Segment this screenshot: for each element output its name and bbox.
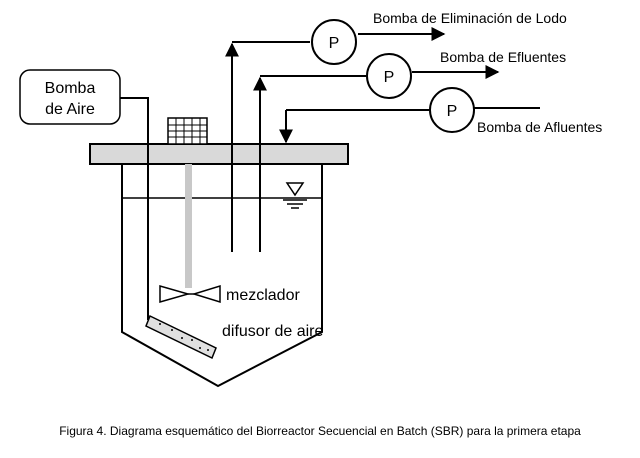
mixer-label: mezclador [226, 287, 300, 304]
influent-pump-label: Bomba de Afluentes [477, 119, 602, 135]
reactor-tank [121, 164, 323, 388]
effluent-pump-symbol: P [384, 69, 395, 86]
sludge-pump-symbol: P [329, 35, 340, 52]
influent-pump-icon [429, 87, 475, 133]
air-pipe [120, 97, 149, 320]
sludge-pump-icon [311, 19, 357, 65]
water-level-icon [283, 182, 307, 209]
air-pump-label-line2: de Aire [45, 101, 95, 118]
mixer-motor-icon [167, 117, 208, 145]
air-diffuser [145, 314, 217, 360]
mixer-impeller-icon [159, 284, 221, 304]
diffuser-label: difusor de aire [222, 323, 323, 340]
sludge-pump-label: Bomba de Eliminación de Lodo [373, 10, 567, 26]
effluent-pump-label: Bomba de Efluentes [440, 49, 566, 65]
reactor-lid [89, 143, 349, 165]
influent-pump-symbol: P [447, 103, 458, 120]
air-pump-label-line1: Bomba [45, 80, 96, 97]
mixer-shaft [185, 164, 192, 288]
effluent-pump-icon [366, 53, 412, 99]
figure-caption: Figura 4. Diagrama esquemático del Biorr… [59, 424, 581, 438]
